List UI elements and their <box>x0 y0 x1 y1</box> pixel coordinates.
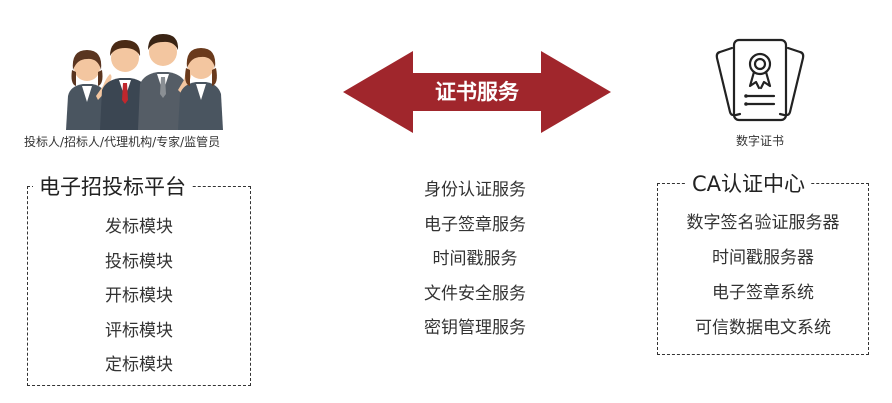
certificate-icon <box>715 38 805 122</box>
business-people-icon <box>66 34 223 130</box>
certificate-caption: 数字证书 <box>735 134 784 148</box>
double-arrow-icon <box>343 51 611 133</box>
ca-component-item: 数字签名验证服务器 <box>686 213 840 233</box>
platform-module-list: 发标模块 投标模块 开标模块 评标模块 定标模块 <box>27 210 251 383</box>
service-list: 身份认证服务 电子签章服务 时间戳服务 文件安全服务 密钥管理服务 <box>395 173 555 346</box>
service-item: 身份认证服务 <box>424 180 526 200</box>
module-item: 发标模块 <box>105 217 173 237</box>
service-item: 密钥管理服务 <box>424 318 526 338</box>
module-item: 开标模块 <box>105 286 173 306</box>
service-item: 电子签章服务 <box>424 214 526 235</box>
roles-caption: 投标人/招标人/代理机构/专家/监管员 <box>24 135 221 149</box>
module-item: 定标模块 <box>105 355 173 375</box>
service-item: 文件安全服务 <box>424 283 526 304</box>
arrow-label: 证书服务 <box>435 80 519 104</box>
module-item: 评标模块 <box>105 320 173 341</box>
ca-component-item: 可信数据电文系统 <box>695 318 831 338</box>
ca-component-item: 时间戳服务器 <box>712 248 814 268</box>
ca-center-title: CA认证中心 <box>686 171 812 197</box>
module-item: 投标模块 <box>105 251 173 272</box>
ca-component-list: 数字签名验证服务器 时间戳服务器 电子签章系统 可信数据电文系统 <box>657 206 869 346</box>
service-item: 时间戳服务 <box>432 249 518 269</box>
ca-component-item: 电子签章系统 <box>712 283 814 303</box>
platform-title: 电子招投标平台 <box>33 174 192 200</box>
